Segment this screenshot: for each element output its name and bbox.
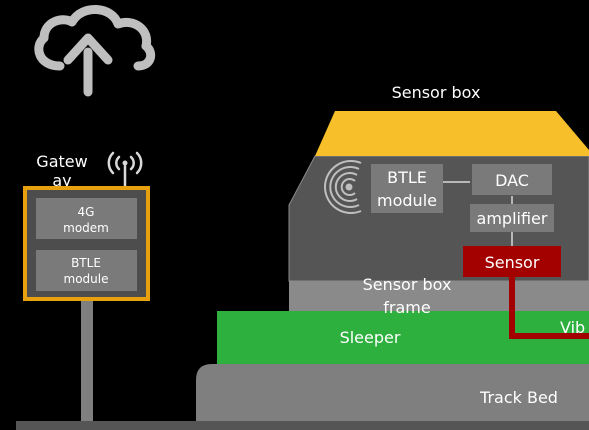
sensor-box-lid [315,111,589,156]
track-bed-label: Track Bed [479,388,558,407]
gateway-pole [81,298,93,421]
sensor-box-frame-label: Sensor box [363,275,452,294]
track-bed [196,364,589,421]
sensor-box-frame-label-line2: frame [383,298,430,317]
gateway-label: Gatew [36,152,87,171]
sensor-btle-module [371,164,443,213]
sleeper-label: Sleeper [340,328,401,347]
wireless-signal-icon [324,160,362,214]
sensor-box-frame [289,281,589,311]
gateway-btle-label-line2: module [64,272,109,286]
amplifier-label: amplifier [477,209,548,228]
vibration-cable [509,276,589,339]
cloud-upload-icon [34,5,156,97]
gateway-modem-module [36,198,137,239]
sensor-btle-label: BTLE [387,168,427,187]
ground-bar [16,421,589,430]
sensor-module [463,246,561,277]
gateway-btle-module [36,250,137,291]
sensor-label: Sensor [485,253,540,272]
sensor-btle-label-line2: module [377,191,437,210]
dac-module [472,164,552,195]
antenna-icon [107,151,143,189]
gateway-btle-label: BTLE [71,256,101,270]
vib-label: Vib [560,318,585,337]
gateway-modem-label-line2: modem [63,221,109,235]
gateway-modem-label: 4G [78,205,95,219]
sensor-box-title: Sensor box [392,83,481,102]
amplifier-module [470,204,554,232]
dac-label: DAC [495,171,529,190]
gateway-label-line2: ay [52,171,71,190]
